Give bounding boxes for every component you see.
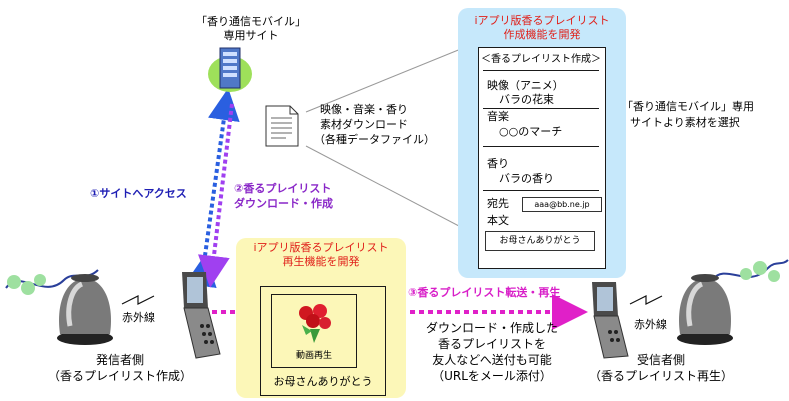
material-line2: 素材ダウンロード [320, 118, 408, 131]
mobile-phone-icon [182, 272, 221, 359]
playlist-playback-panel: iアプリ版香るプレイリスト 再生機能を開発 動画再生 お母さんありがとう [236, 238, 406, 398]
forward-note-line4: （URLをメール添付） [432, 369, 552, 383]
creation-title-line1: iアプリ版香るプレイリスト [474, 14, 610, 27]
scent-swirl-right [711, 259, 789, 281]
receiver-line1: 受信者側 [636, 353, 685, 367]
receiver-line2: （香るプレイリスト再生） [588, 369, 733, 383]
mobile-phone-icon [592, 282, 629, 359]
ir-mark-left [121, 295, 155, 305]
video-caption: 動画再生 [295, 351, 332, 361]
scent-device-icon [677, 274, 733, 345]
site-title: 「香り通信モバイル」 [196, 15, 306, 28]
sender-ir-label: 赤外線 [122, 311, 155, 324]
material-line3: （各種データファイル） [314, 133, 435, 146]
playback-panel-title: iアプリ版香るプレイリスト 再生機能を開発 [236, 241, 406, 269]
flower-scent-icon [7, 274, 46, 295]
flower-scent-icon [740, 261, 780, 282]
rose-bouquet-icon [299, 304, 331, 343]
creation-title-line2: 作成機能を開発 [503, 28, 581, 41]
video-frame: 動画再生 [271, 294, 357, 368]
forward-note-line1: ダウンロード・作成した [425, 321, 558, 335]
to-label: 宛先 [487, 197, 509, 210]
document-icon [265, 105, 299, 147]
music-value: ○○のマーチ [499, 125, 563, 138]
scent-label: 香り [487, 157, 509, 170]
sender-line2: （香るプレイリスト作成） [47, 369, 192, 383]
brace-note-line1: 「香り通信モバイル」専用 [622, 100, 754, 113]
site-subtitle: 専用サイト [223, 29, 279, 42]
step3-label: ③香るプレイリスト転送・再生 [408, 286, 561, 299]
receiver-ir-label: 赤外線 [634, 318, 667, 331]
scent-value: バラの香り [499, 172, 554, 185]
recipient-email-field[interactable]: aaa@bb.ne.jp [522, 197, 602, 212]
forward-note-line3: 友人などへ送付も可能 [432, 353, 552, 367]
step1-label: ①サイトへアクセス [90, 187, 187, 200]
playlist-creation-screen: ＜香るプレイリスト作成＞ 映像（アニメ） バラの花束 音楽 ○○のマーチ 香り … [478, 47, 606, 269]
sender-caption: 発信者側 （香るプレイリスト作成） [40, 352, 200, 384]
sender-line1: 発信者側 [95, 353, 144, 367]
screen-title: ＜香るプレイリスト作成＞ [481, 54, 601, 65]
scent-device-icon [57, 274, 113, 345]
body-label: 本文 [487, 214, 509, 227]
music-label: 音楽 [487, 110, 509, 123]
playback-screen: 動画再生 お母さんありがとう [260, 286, 386, 396]
ir-mark-right [629, 295, 663, 305]
message-body-field[interactable]: お母さんありがとう [485, 231, 595, 251]
zoom-line-bottom [305, 145, 479, 237]
brace-note-line2: サイトより素材を選択 [630, 116, 740, 129]
step2-label-line1: ②香るプレイリスト [234, 182, 332, 195]
playback-title-line2: 再生機能を開発 [282, 255, 360, 268]
creation-panel-title: iアプリ版香るプレイリスト 作成機能を開発 [458, 14, 626, 42]
playback-title-line1: iアプリ版香るプレイリスト [253, 241, 389, 254]
receiver-caption: 受信者側 （香るプレイリスト再生） [576, 352, 746, 384]
step2-label-line2: ダウンロード・作成 [234, 197, 333, 210]
material-line1: 映像・音楽・香り [320, 103, 408, 116]
divider [483, 108, 599, 109]
step2-arrow [198, 103, 234, 288]
divider [483, 70, 599, 71]
zoom-line-top [305, 41, 479, 113]
divider [483, 146, 599, 147]
playback-message: お母さんありがとう [273, 375, 373, 388]
video-label: 映像（アニメ） [487, 79, 564, 92]
video-value: バラの花束 [499, 93, 554, 106]
forward-note-line2: 香るプレイリストを [437, 337, 546, 351]
forward-note: ダウンロード・作成した 香るプレイリストを 友人などへ送付も可能 （URLをメー… [408, 320, 576, 384]
website-server-icon [208, 47, 252, 92]
divider [483, 190, 599, 191]
